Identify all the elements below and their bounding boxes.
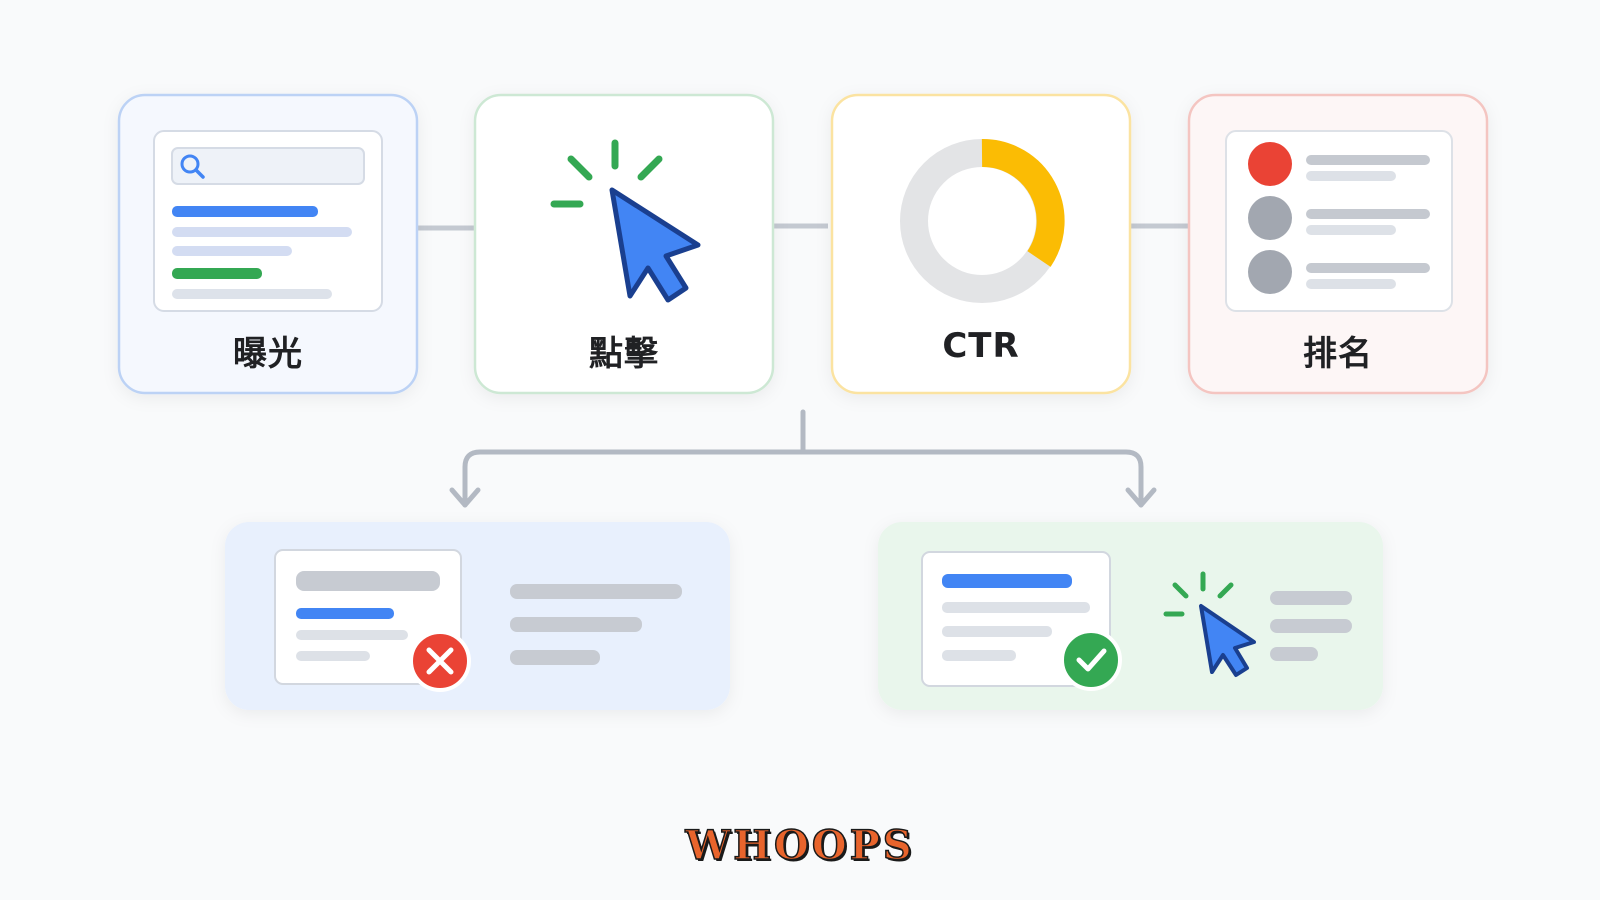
donut-chart-icon	[900, 138, 1065, 303]
card-impressions-label: 曝光	[233, 334, 303, 374]
card-clicks-label: 點擊	[589, 334, 659, 374]
card-ctr-label: CTR	[942, 326, 1020, 366]
card-connectors	[416, 223, 1188, 231]
outcome-no-click	[225, 522, 730, 710]
card-ranking	[1187, 93, 1489, 395]
search-results-icon	[153, 130, 383, 312]
card-ranking-label: 排名	[1303, 334, 1373, 374]
card-ctr	[830, 93, 1132, 395]
card-impressions	[117, 93, 419, 395]
branch-connector	[449, 409, 1157, 508]
no-click-result-icon	[274, 549, 682, 685]
click-cursor-icon	[550, 139, 701, 303]
check-icon	[1060, 629, 1122, 691]
brand-logo: WHOOPS	[685, 821, 915, 870]
card-clicks	[473, 93, 775, 395]
outcome-clicked	[878, 522, 1383, 710]
error-x-icon	[409, 630, 471, 692]
ranked-list-icon	[1225, 130, 1453, 312]
